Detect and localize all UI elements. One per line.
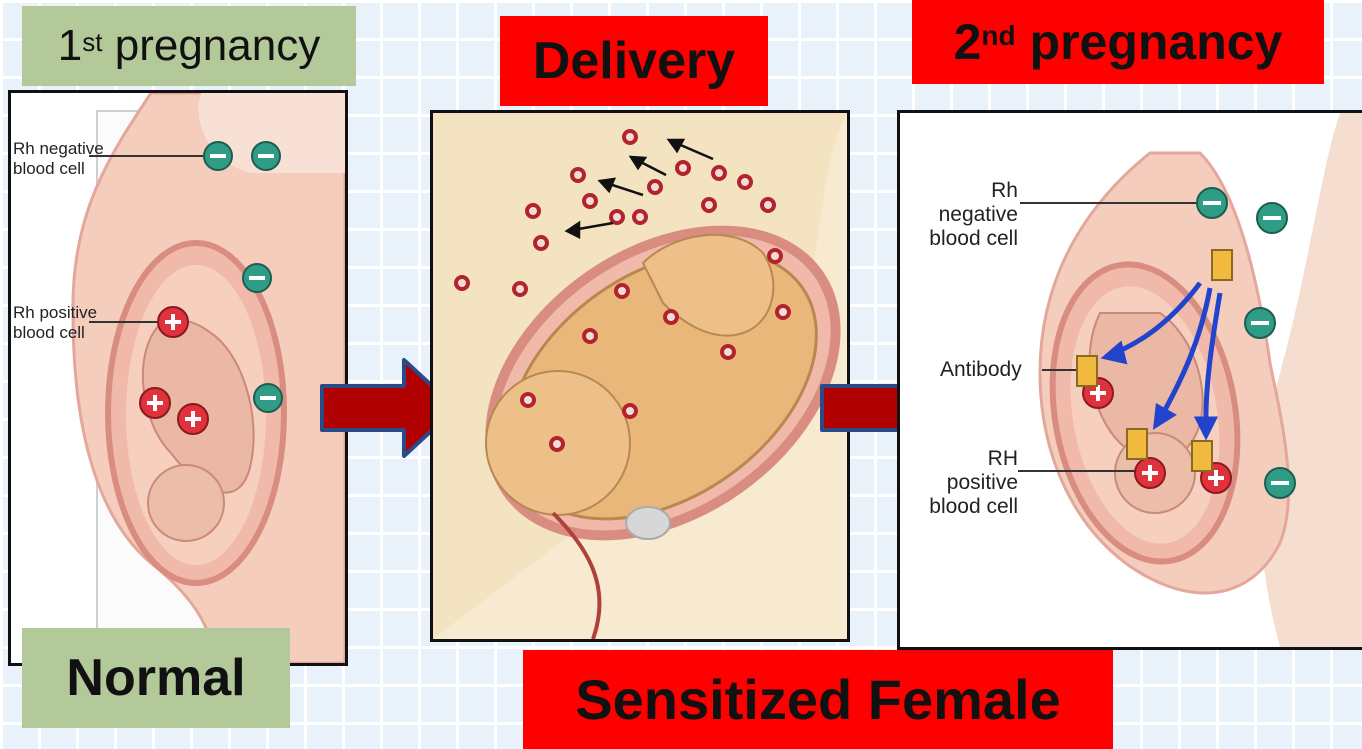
- sensitized-female-text: Sensitized Female: [575, 667, 1061, 732]
- rh-positive-annotation: RH positive blood cell: [920, 447, 1018, 519]
- delivery-title-text: Delivery: [533, 31, 735, 91]
- antibody-annotation: Antibody: [940, 358, 1022, 382]
- antibody-square: [1212, 250, 1232, 280]
- rh-negative-line-1: Rh negative: [916, 179, 1018, 227]
- normal-label: Normal: [22, 628, 290, 728]
- first-pregnancy-text: pregnancy: [103, 21, 321, 71]
- antibody-square: [1077, 356, 1097, 386]
- rh-negative-cell: [243, 264, 271, 292]
- mother-back-shape: [1261, 113, 1362, 647]
- rh-negative-cell: [204, 142, 232, 170]
- fetus-head-shape: [148, 465, 224, 541]
- rh-positive-cell: [140, 388, 170, 418]
- rh-positive-line-1: RH positive: [920, 447, 1018, 495]
- antibody-label: Antibody: [940, 358, 1022, 381]
- rh-negative-cell: [1197, 188, 1227, 218]
- rh-positive-line-1: Rh positive: [13, 303, 97, 323]
- rh-positive-line-2: blood cell: [13, 323, 97, 343]
- first-pregnancy-illustration: [11, 93, 345, 663]
- placenta-shape: [626, 507, 670, 539]
- rh-negative-cell: [1245, 308, 1275, 338]
- rh-positive-cell: [1135, 458, 1165, 488]
- rh-positive-annotation: Rh positive blood cell: [13, 303, 97, 342]
- rh-positive-cell: [158, 307, 188, 337]
- rh-negative-cell: [1257, 203, 1287, 233]
- first-pregnancy-number: 1: [58, 21, 82, 71]
- delivery-title: Delivery: [500, 16, 768, 106]
- second-pregnancy-superscript: nd: [981, 20, 1015, 52]
- rh-negative-cell: [1265, 468, 1295, 498]
- rh-positive-cell: [178, 404, 208, 434]
- normal-label-text: Normal: [66, 648, 245, 708]
- rh-negative-annotation: Rh negative blood cell: [916, 179, 1018, 251]
- rh-negative-cell: [254, 384, 282, 412]
- sensitized-female-label: Sensitized Female: [523, 650, 1113, 749]
- rh-negative-cell: [252, 142, 280, 170]
- rh-negative-annotation: Rh negative blood cell: [13, 139, 104, 178]
- antibody-square: [1192, 441, 1212, 471]
- second-pregnancy-text: pregnancy: [1016, 13, 1283, 71]
- first-pregnancy-superscript: st: [82, 27, 102, 58]
- rh-negative-line-2: blood cell: [916, 227, 1018, 251]
- delivery-panel: [430, 110, 850, 642]
- second-pregnancy-panel: Rh negative blood cell Antibody RH posit…: [897, 110, 1362, 650]
- delivery-illustration: [433, 113, 847, 639]
- second-pregnancy-number: 2: [954, 13, 982, 71]
- rh-negative-line-1: Rh negative: [13, 139, 104, 159]
- rh-negative-line-2: blood cell: [13, 159, 104, 179]
- first-pregnancy-panel: Rh negative blood cell Rh positive blood…: [8, 90, 348, 666]
- rh-positive-line-2: blood cell: [920, 495, 1018, 519]
- antibody-square: [1127, 429, 1147, 459]
